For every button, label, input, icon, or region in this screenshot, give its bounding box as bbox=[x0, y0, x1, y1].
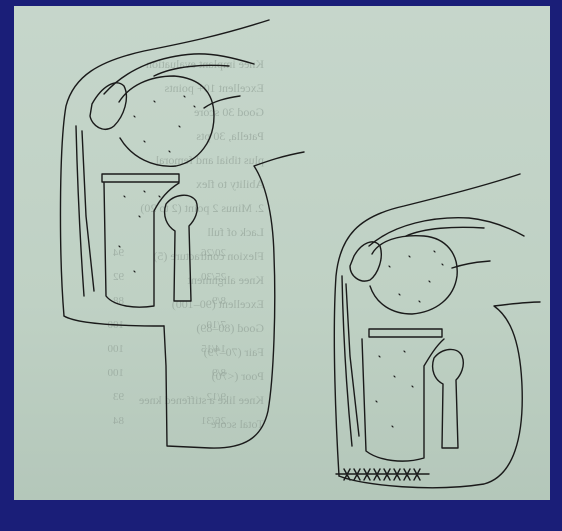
knee-figure-right bbox=[334, 174, 540, 488]
fibula-left bbox=[165, 195, 198, 301]
femur-condyle-left bbox=[119, 76, 214, 166]
tibia-right bbox=[362, 339, 444, 461]
fibula-right bbox=[433, 349, 464, 448]
femur-shaft-left bbox=[154, 65, 240, 108]
tibial-component-left bbox=[102, 174, 179, 182]
textbook-photo: Knee implant evaluationExcellent 10+ poi… bbox=[14, 6, 550, 500]
knee-diagram bbox=[14, 6, 550, 500]
tibial-component-right bbox=[369, 329, 442, 337]
bone-stipple-right bbox=[376, 251, 443, 427]
quad-tendon-right bbox=[342, 276, 359, 446]
knee-figure-left bbox=[60, 20, 304, 448]
calf-outline-left bbox=[164, 152, 304, 448]
femur-condyle-right bbox=[370, 236, 457, 314]
bone-stipple-left bbox=[119, 96, 195, 272]
leg-contour-left bbox=[64, 316, 164, 326]
skin-fold-right bbox=[369, 218, 524, 246]
skin-fold-left bbox=[104, 54, 254, 94]
thigh-outline-right bbox=[334, 174, 520, 476]
quad-tendon-left bbox=[76, 126, 94, 296]
